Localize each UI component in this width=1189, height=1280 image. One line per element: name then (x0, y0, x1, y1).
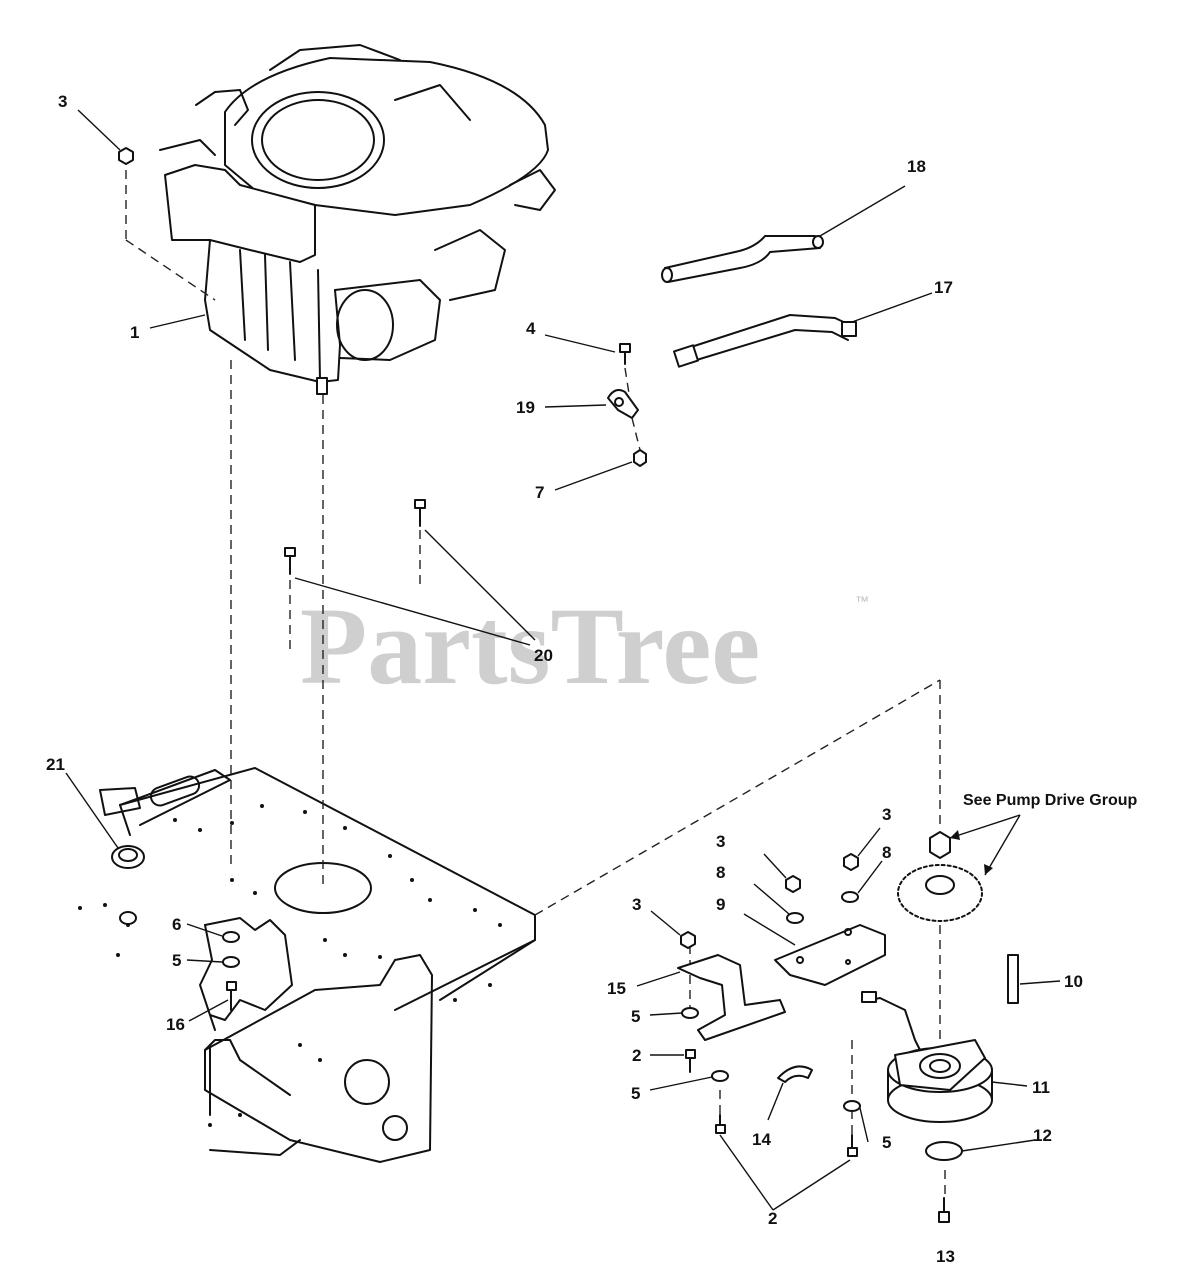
callout-12: 12 (1033, 1126, 1052, 1145)
see-pump-drive-group-note: See Pump Drive Group (963, 792, 1137, 809)
watermark-trademark: ™ (855, 593, 869, 609)
clamp-19 (607, 389, 639, 419)
callout-18: 18 (907, 157, 926, 176)
callout-4: 4 (526, 319, 536, 338)
callout-8: 8 (882, 843, 891, 862)
plate-9 (774, 924, 886, 986)
callout-15: 15 (607, 979, 626, 998)
engine (159, 44, 556, 395)
bolt-2-c (847, 1134, 858, 1157)
nut-7 (633, 449, 647, 467)
callout-7: 7 (535, 483, 544, 502)
pump-drive-nut (929, 831, 951, 859)
callout-13: 13 (936, 1247, 955, 1266)
callout-1: 1 (130, 323, 139, 342)
nut-3-left (680, 931, 696, 949)
grommet-21 (111, 845, 145, 925)
callout-16: 16 (166, 1015, 185, 1034)
callout-2: 2 (768, 1209, 777, 1228)
bolt-2-b (715, 1114, 726, 1134)
washer-8-b (841, 891, 859, 903)
washer-5-a (681, 1007, 699, 1019)
callout-5: 5 (172, 951, 181, 970)
engine-frame (78, 767, 536, 1163)
clutch-11 (861, 991, 993, 1123)
pump-drive-pulley (897, 864, 983, 922)
bolt-20-b (414, 499, 426, 527)
watermark-brand: PartsTree (300, 585, 760, 707)
callout-2: 2 (632, 1046, 641, 1065)
callout-6: 6 (172, 915, 181, 934)
callout-8: 8 (716, 863, 725, 882)
line-17 (673, 314, 857, 368)
bolt-13 (938, 1197, 950, 1223)
bracket-15 (677, 954, 786, 1041)
callout-5: 5 (882, 1133, 891, 1152)
callout-5: 5 (631, 1007, 640, 1026)
bolt-16 (226, 981, 237, 1011)
washer-5 (222, 956, 240, 968)
arrowhead (984, 864, 993, 875)
callout-3: 3 (632, 895, 641, 914)
callout-19: 19 (516, 398, 535, 417)
callout-20: 20 (534, 646, 553, 665)
washer-6 (222, 931, 240, 943)
nut-3-top (118, 147, 134, 165)
callout-3: 3 (882, 805, 891, 824)
nut-3-right (843, 853, 859, 871)
bolt-20-a (284, 547, 296, 575)
callout-3: 3 (716, 832, 725, 851)
key-10 (1007, 954, 1019, 1004)
bolt-2-a (685, 1049, 696, 1073)
callout-10: 10 (1064, 972, 1083, 991)
hose-18 (661, 235, 824, 283)
clip-14 (777, 1065, 813, 1083)
screw-4 (619, 343, 631, 365)
callout-5: 5 (631, 1084, 640, 1103)
spacer-12 (925, 1141, 963, 1161)
callout-14: 14 (752, 1130, 771, 1149)
callout-17: 17 (934, 278, 953, 297)
arrowhead (950, 830, 960, 840)
callout-3: 3 (58, 92, 67, 111)
nut-3-mid (785, 875, 801, 893)
washer-8-a (786, 912, 804, 924)
callout-9: 9 (716, 895, 725, 914)
washer-5-b (711, 1070, 729, 1082)
callout-21: 21 (46, 755, 65, 774)
washer-5-c (843, 1100, 861, 1112)
callout-11: 11 (1032, 1078, 1050, 1097)
